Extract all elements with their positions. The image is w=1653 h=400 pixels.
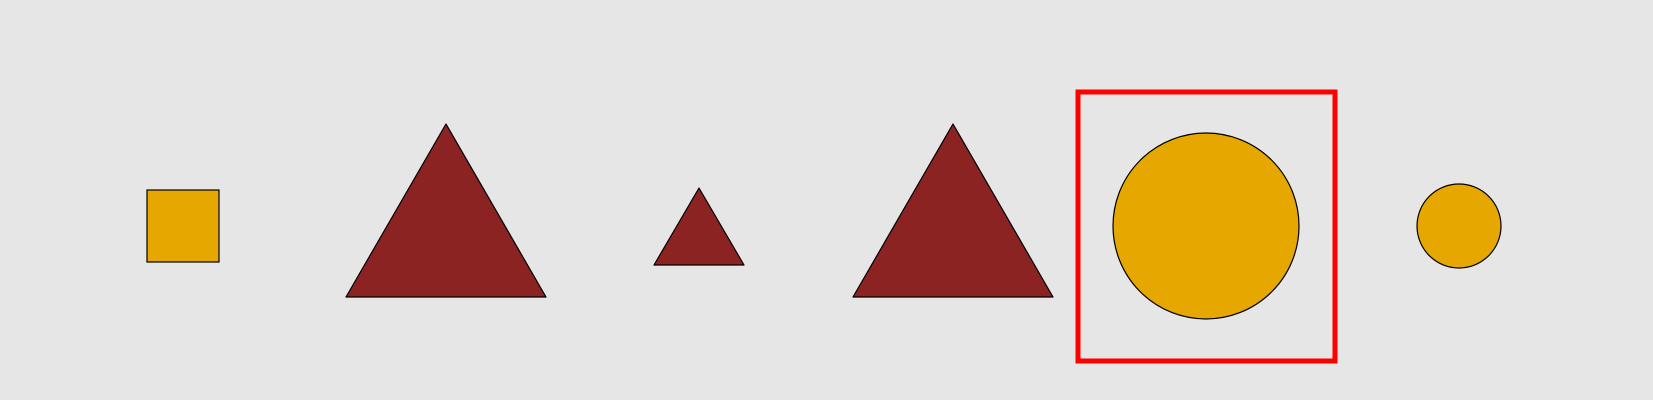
highlight-box [1075, 89, 1338, 364]
orange-circle-small [1416, 183, 1502, 269]
orange-circle-large [1112, 132, 1300, 320]
dark-red-triangle-large [345, 123, 547, 298]
dark-red-triangle-large [852, 123, 1054, 298]
dark-red-triangle-small [653, 187, 745, 266]
orange-square [146, 189, 220, 263]
